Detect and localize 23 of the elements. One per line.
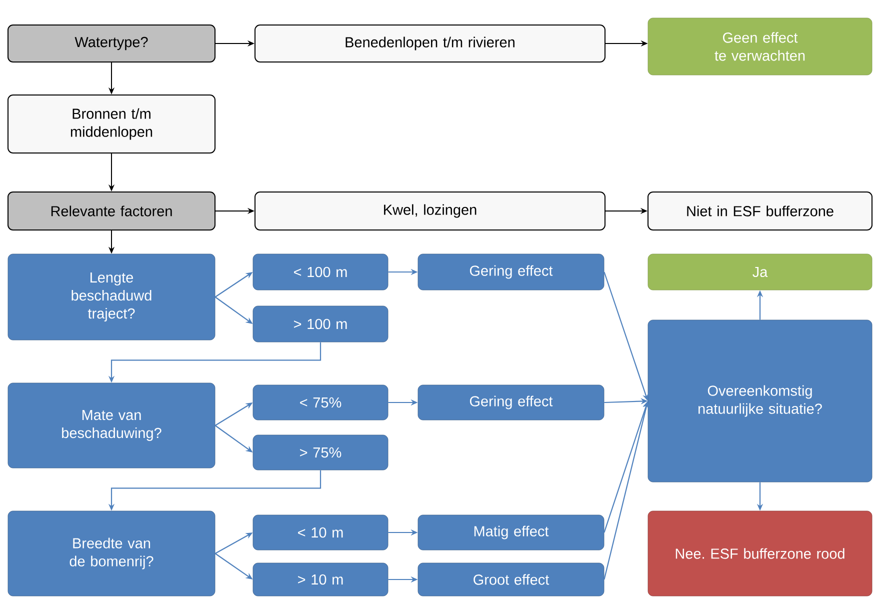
decision-box: Breedte van de bomenrij? — [8, 510, 216, 596]
option-box: < 100 m — [252, 254, 388, 290]
effect-box: Matig effect — [418, 514, 604, 550]
result-box: Nee. ESF bufferzone rood — [648, 510, 872, 596]
option-box: > 100 m — [252, 306, 388, 342]
option-box: < 75% — [252, 384, 388, 420]
question-box: Relevante factoren — [8, 192, 216, 230]
result-box: Geen effect te verwachten — [648, 18, 872, 76]
process-box: Niet in ESF bufferzone — [648, 192, 872, 230]
option-box: > 75% — [252, 434, 388, 470]
result-box: Ja — [648, 254, 872, 290]
decision-box: Mate van beschaduwing? — [8, 382, 216, 468]
effect-box: Gering effect — [418, 254, 604, 290]
process-box: Bronnen t/m middenlopen — [8, 94, 216, 154]
decision-box: Lengte beschaduwd traject? — [8, 254, 216, 340]
decision-box: Overeenkomstig natuurlijke situatie? — [648, 320, 872, 482]
option-box: > 10 m — [252, 562, 388, 596]
process-box: Benedenlopen t/m rivieren — [254, 24, 606, 62]
question-box: Watertype? — [8, 24, 216, 62]
process-box: Kwel, lozingen — [254, 192, 606, 230]
effect-box: Groot effect — [418, 562, 604, 596]
option-box: < 10 m — [252, 514, 388, 550]
effect-box: Gering effect — [418, 384, 604, 420]
